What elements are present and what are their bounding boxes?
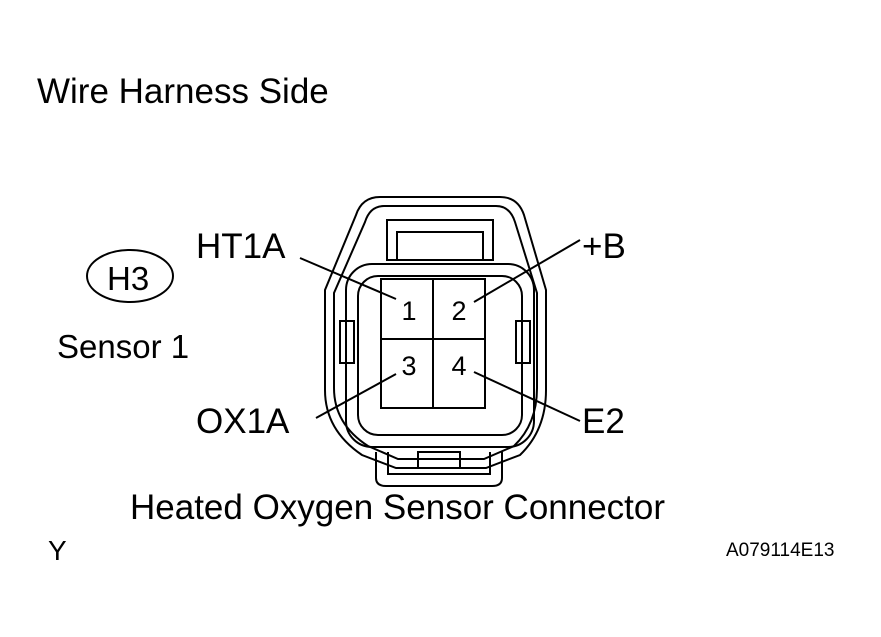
leader-line-pin-3: [315, 373, 397, 419]
left-side-tab: [339, 320, 355, 364]
pin-4-number: 4: [451, 351, 467, 381]
sensor-label: Sensor 1: [57, 328, 190, 365]
leader-line-pin-2: [473, 239, 581, 303]
pin-1-name: HT1A: [196, 227, 286, 266]
bottom-tab: [375, 452, 503, 487]
pin-3-number: 3: [401, 351, 417, 381]
page-title: Wire Harness Side: [37, 72, 329, 111]
cavity-outer: [345, 263, 535, 448]
pin-3-name: OX1A: [196, 402, 290, 441]
corner-mark: Y: [48, 535, 67, 566]
bottom-tab-inner: [387, 452, 491, 475]
connector-id-label: H3: [107, 260, 150, 297]
leader-line-pin-4: [473, 371, 581, 422]
connector-id-ellipse: [86, 249, 174, 303]
figure-code: A079114E13: [726, 540, 835, 561]
top-latch: [386, 219, 494, 261]
right-side-tab: [515, 320, 531, 364]
connector-housing-inner: [333, 205, 538, 460]
connector-caption: Heated Oxygen Sensor Connector: [130, 488, 666, 527]
pin-1-number: 1: [401, 296, 417, 326]
top-latch-inner: [396, 231, 484, 260]
pin-2-name: +B: [582, 227, 626, 266]
leader-line-pin-1: [299, 257, 397, 300]
cavity-inner: [357, 275, 523, 436]
pin-2-number: 2: [451, 296, 467, 326]
pin-4-name: E2: [582, 402, 625, 441]
bottom-tab-notch: [417, 451, 461, 469]
